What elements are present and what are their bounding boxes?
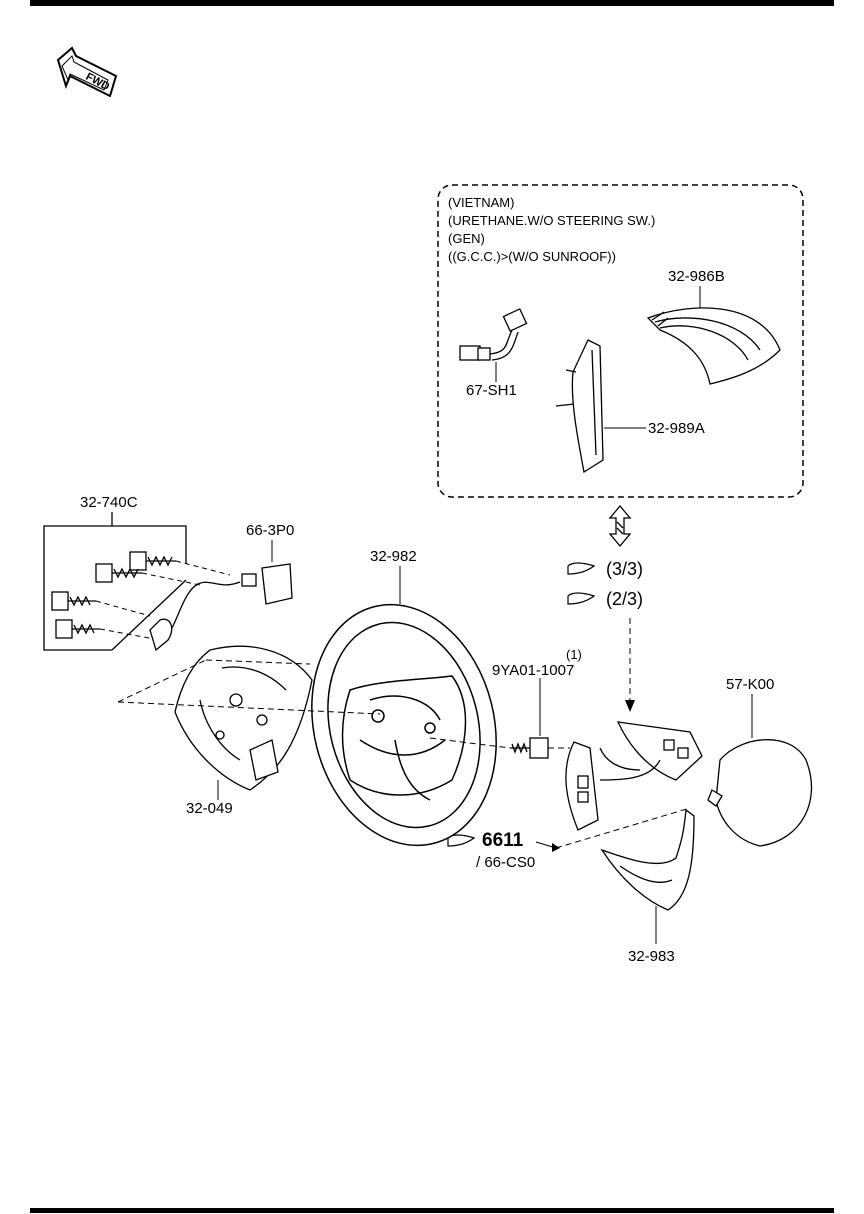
alternate-double-arrow (608, 504, 632, 548)
part-label-32-982[interactable]: 32-982 (370, 548, 417, 565)
arrow-head-right (552, 843, 560, 852)
ref-label-2-3[interactable]: (2/3) (606, 589, 644, 609)
ref-label-3-3[interactable]: (3/3) (606, 559, 644, 579)
part-label-32-983[interactable]: 32-983 (628, 948, 675, 965)
top-border-rule (30, 0, 834, 6)
option-group-box (437, 184, 804, 498)
part-66-CS0-switch-right (599, 721, 703, 781)
bolt-leader-lines (95, 560, 231, 641)
part-32-983-lower-cover (600, 808, 695, 911)
part-label-32-989A[interactable]: 32-989A (648, 420, 705, 437)
arrow-head-down (625, 700, 635, 712)
part-label-66-CS0[interactable]: / 66-CS0 (476, 854, 536, 871)
part-66-CS0-switch-left (565, 741, 599, 831)
part-label-57-K00[interactable]: 57-K00 (726, 676, 775, 693)
part-32-740C-bolt-set (43, 512, 187, 651)
part-qty-9YA01: (1) (566, 647, 582, 662)
fwd-arrow-icon (56, 46, 118, 98)
part-label-6611[interactable]: 6611 (482, 830, 524, 851)
part-label-66-3P0[interactable]: 66-3P0 (246, 522, 295, 539)
part-32-989A-panel (555, 339, 604, 474)
part-66-3P0-switch (149, 563, 293, 652)
part-label-9YA01-1007[interactable]: 9YA01-1007 (492, 662, 575, 679)
part-32-986B-cover (646, 307, 781, 385)
part-label-32-986B[interactable]: 32-986B (668, 268, 725, 285)
part-32-982-steering-wheel (311, 603, 497, 847)
part-label-67-SH1[interactable]: 67-SH1 (466, 382, 517, 399)
part-label-32-740C[interactable]: 32-740C (80, 494, 138, 511)
note-line-3: (GEN) (448, 231, 485, 246)
part-67-SH1-harness (459, 308, 528, 361)
bottom-border-rule (30, 1208, 834, 1213)
part-57-K00-airbag (707, 739, 813, 847)
note-line-2: (URETHANE.W/O STEERING SW.) (448, 213, 656, 228)
part-32-049-rear-cover (174, 645, 313, 791)
note-line-4: ((G.C.C.)>(W/O SUNROOF)) (448, 249, 616, 264)
part-label-32-049[interactable]: 32-049 (186, 800, 233, 817)
assembly-dashed-lines (117, 618, 691, 849)
note-line-1: (VIETNAM) (448, 195, 515, 210)
part-9YA01-1007-bolt (510, 737, 549, 759)
